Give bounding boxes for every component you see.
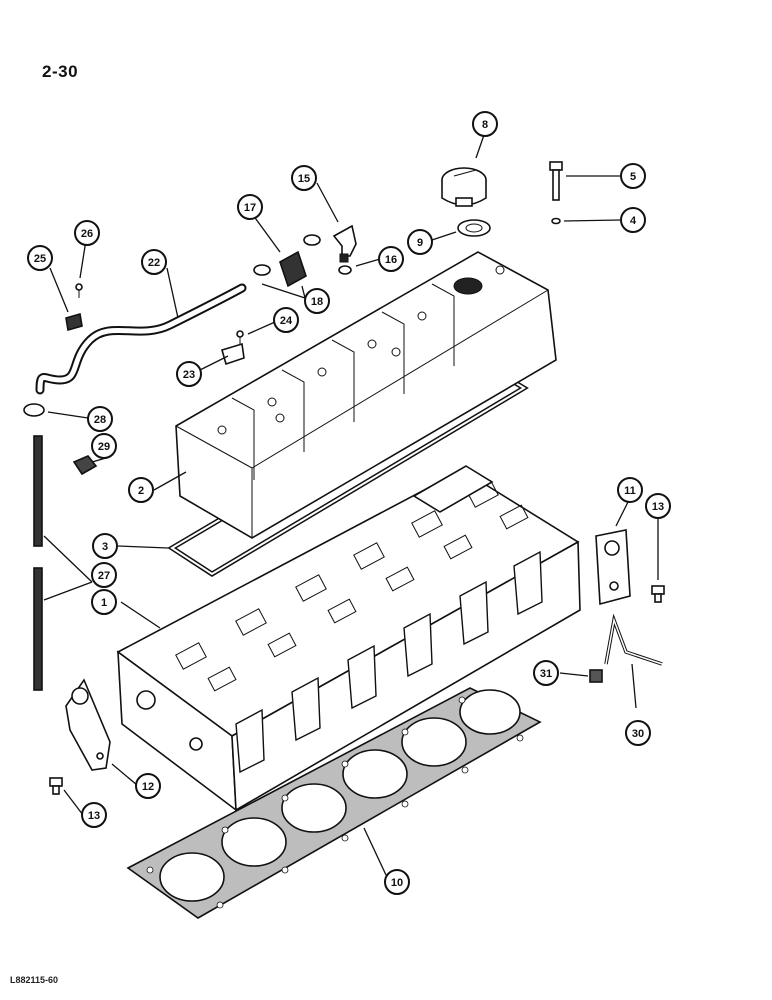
oil-filler-cap [441,167,487,207]
callout-11-label: 11 [624,485,636,497]
callout-30-label: 30 [632,728,644,740]
breather-elbow [332,224,357,263]
callout-24-label: 24 [280,315,293,327]
callout-12: 12 [135,773,161,799]
tube-clamp [221,342,245,366]
tube-grommet [72,455,98,476]
callout-13-front: 13 [81,802,107,828]
line-fitting [589,669,603,683]
callout-18: 18 [304,288,330,314]
callout-25-label: 25 [34,253,46,265]
callout-1-label: 1 [101,597,107,609]
bolt-washer [551,217,561,225]
callout-2-label: 2 [138,485,144,497]
callout-5-label: 5 [630,171,636,183]
callout-15: 15 [291,165,317,191]
callout-9-label: 9 [417,237,423,249]
callout-13-front-label: 13 [88,810,100,822]
callout-16: 16 [378,246,404,272]
clamp-screw [236,330,244,344]
callout-11: 11 [617,477,643,503]
valve-cover [175,251,557,539]
callout-2: 2 [128,477,154,503]
callout-10-label: 10 [391,877,403,889]
cover-bolt [549,161,563,201]
callout-26-label: 26 [81,228,93,240]
breather-hose-section [253,234,321,288]
head-gasket [126,687,542,919]
callout-23: 23 [176,361,202,387]
callout-23-label: 23 [183,369,195,381]
page-number: 2-30 [42,62,79,81]
callout-24: 24 [273,307,299,333]
filler-cap-seal [457,219,491,237]
elbow-o-ring [338,265,352,275]
callout-18-label: 18 [311,296,323,308]
callout-12-label: 12 [142,781,154,793]
bracket-bolt-rear [651,585,665,603]
callout-22-label: 22 [148,257,160,269]
figure-code: L882115-60 [10,975,59,985]
callout-3: 3 [92,533,118,559]
callout-3-label: 3 [102,541,108,553]
fuel-line [604,613,663,666]
callout-29-label: 29 [98,441,110,453]
callout-27: 27 [91,562,117,588]
callout-9: 9 [407,229,433,255]
callout-13-rear: 13 [645,493,671,519]
tube-retaining-clip [23,403,45,417]
callout-30: 30 [625,720,651,746]
lifting-bracket-rear [595,529,631,606]
callout-31-label: 31 [540,668,552,680]
tube-clip [65,312,83,332]
clip-screw [75,283,83,298]
callout-13-rear-label: 13 [652,501,664,513]
callout-29: 29 [91,433,117,459]
callout-25: 25 [27,245,53,271]
leader-lines [43,134,659,876]
tube-lower [33,435,43,691]
lifting-bracket-front [65,678,111,771]
callout-22: 22 [141,249,167,275]
callout-17-label: 17 [244,202,256,214]
callout-4-label: 4 [630,215,637,227]
callout-31: 31 [533,660,559,686]
callout-1: 1 [91,589,117,615]
callout-27-label: 27 [98,570,110,582]
callout-10: 10 [384,869,410,895]
callout-28: 28 [87,406,113,432]
callout-17: 17 [237,194,263,220]
callout-8: 8 [472,111,498,137]
cylinder-head [116,465,581,812]
callout-5: 5 [620,163,646,189]
callout-4: 4 [620,207,646,233]
callout-15-label: 15 [298,173,310,185]
callout-8-label: 8 [482,119,488,131]
bracket-bolt-front [49,777,63,795]
callout-26: 26 [74,220,100,246]
callout-28-label: 28 [94,414,106,426]
callout-16-label: 16 [385,254,397,266]
